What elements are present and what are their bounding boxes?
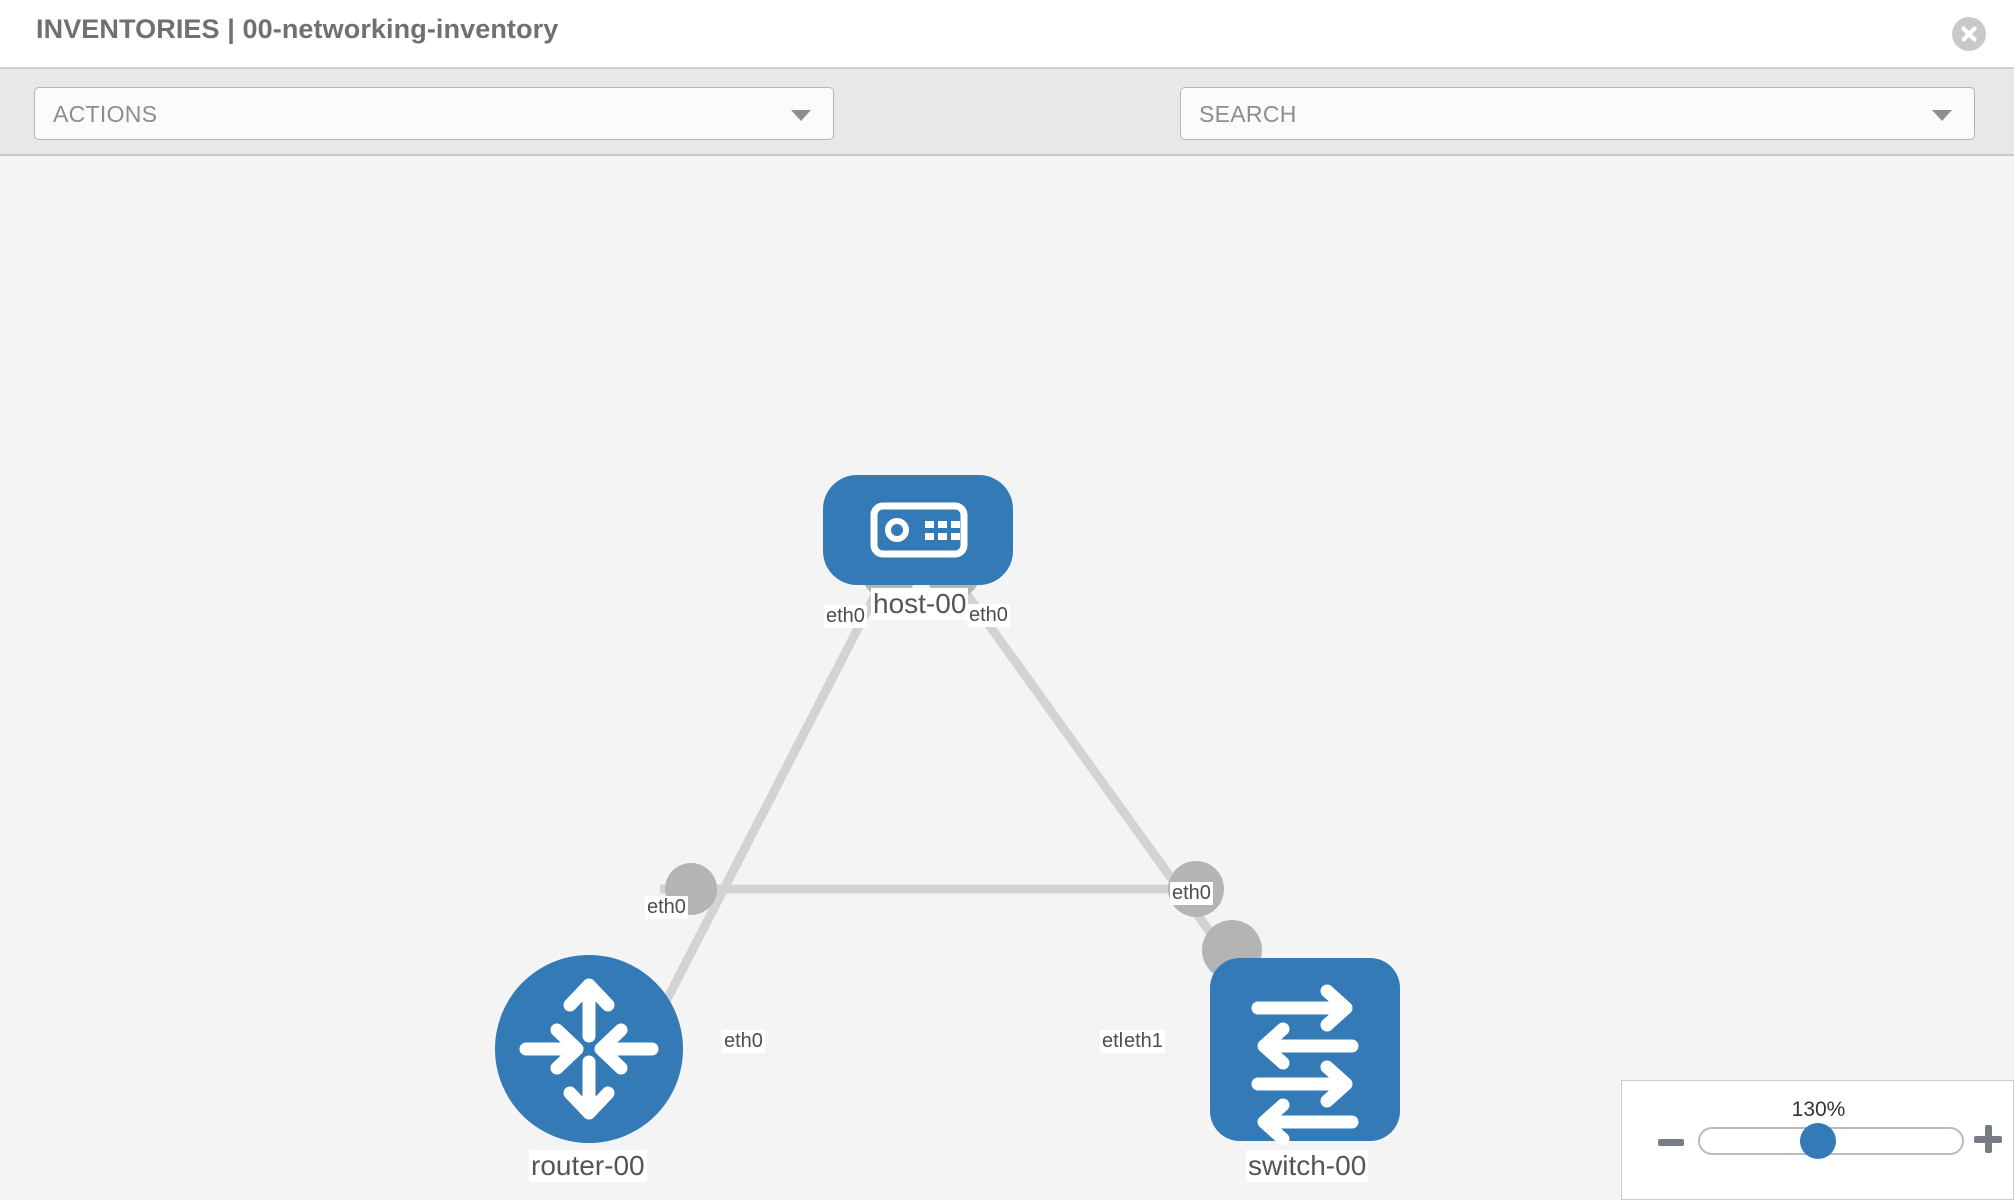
iface-label-host-left: eth0 (824, 605, 867, 628)
zoom-slider-handle[interactable] (1800, 1123, 1836, 1159)
topology-graph (495, 475, 1400, 1146)
switch-arrows-icon (1251, 984, 1359, 1146)
server-icon (870, 502, 968, 558)
plus-icon[interactable] (1974, 1125, 2002, 1153)
router-arrows-icon (519, 978, 659, 1120)
iface-label-switch-left-b: eth1 (1122, 1030, 1165, 1053)
node-label-router-00: router-00 (529, 1150, 647, 1182)
search-placeholder: SEARCH (1199, 101, 1297, 127)
toolbar: ACTIONS SEARCH (0, 69, 2014, 201)
iface-label-switch-uplink: eth0 (1170, 882, 1213, 905)
chevron-down-icon (1932, 110, 1952, 121)
iface-label-host-right: eth0 (967, 604, 1010, 627)
minus-icon[interactable] (1658, 1139, 1684, 1146)
iface-label-router-uplink: eth0 (645, 896, 688, 919)
close-icon[interactable] (1952, 17, 1986, 51)
node-router-00[interactable] (495, 955, 683, 1143)
topology-canvas[interactable]: host-00 router-00 switch-00 eth0 eth0 et… (0, 158, 2014, 1200)
page-title: INVENTORIES | 00-networking-inventory (36, 14, 559, 44)
chevron-down-icon (791, 110, 811, 121)
zoom-level-value: 130% (1791, 1098, 1846, 1121)
iface-label-router-right: eth0 (722, 1030, 765, 1053)
actions-dropdown-label: ACTIONS (53, 101, 158, 127)
search-input[interactable]: SEARCH (1180, 87, 1975, 140)
node-label-switch-00: switch-00 (1246, 1150, 1369, 1182)
node-host-00[interactable] (823, 475, 1013, 585)
actions-dropdown[interactable]: ACTIONS (34, 87, 834, 140)
zoom-control-panel: 130% (1621, 1080, 2014, 1200)
link-host-router[interactable] (655, 565, 894, 1016)
node-label-host-00: host-00 (871, 588, 969, 620)
page-header: INVENTORIES | 00-networking-inventory (0, 0, 2014, 69)
node-switch-00[interactable] (1210, 958, 1400, 1146)
